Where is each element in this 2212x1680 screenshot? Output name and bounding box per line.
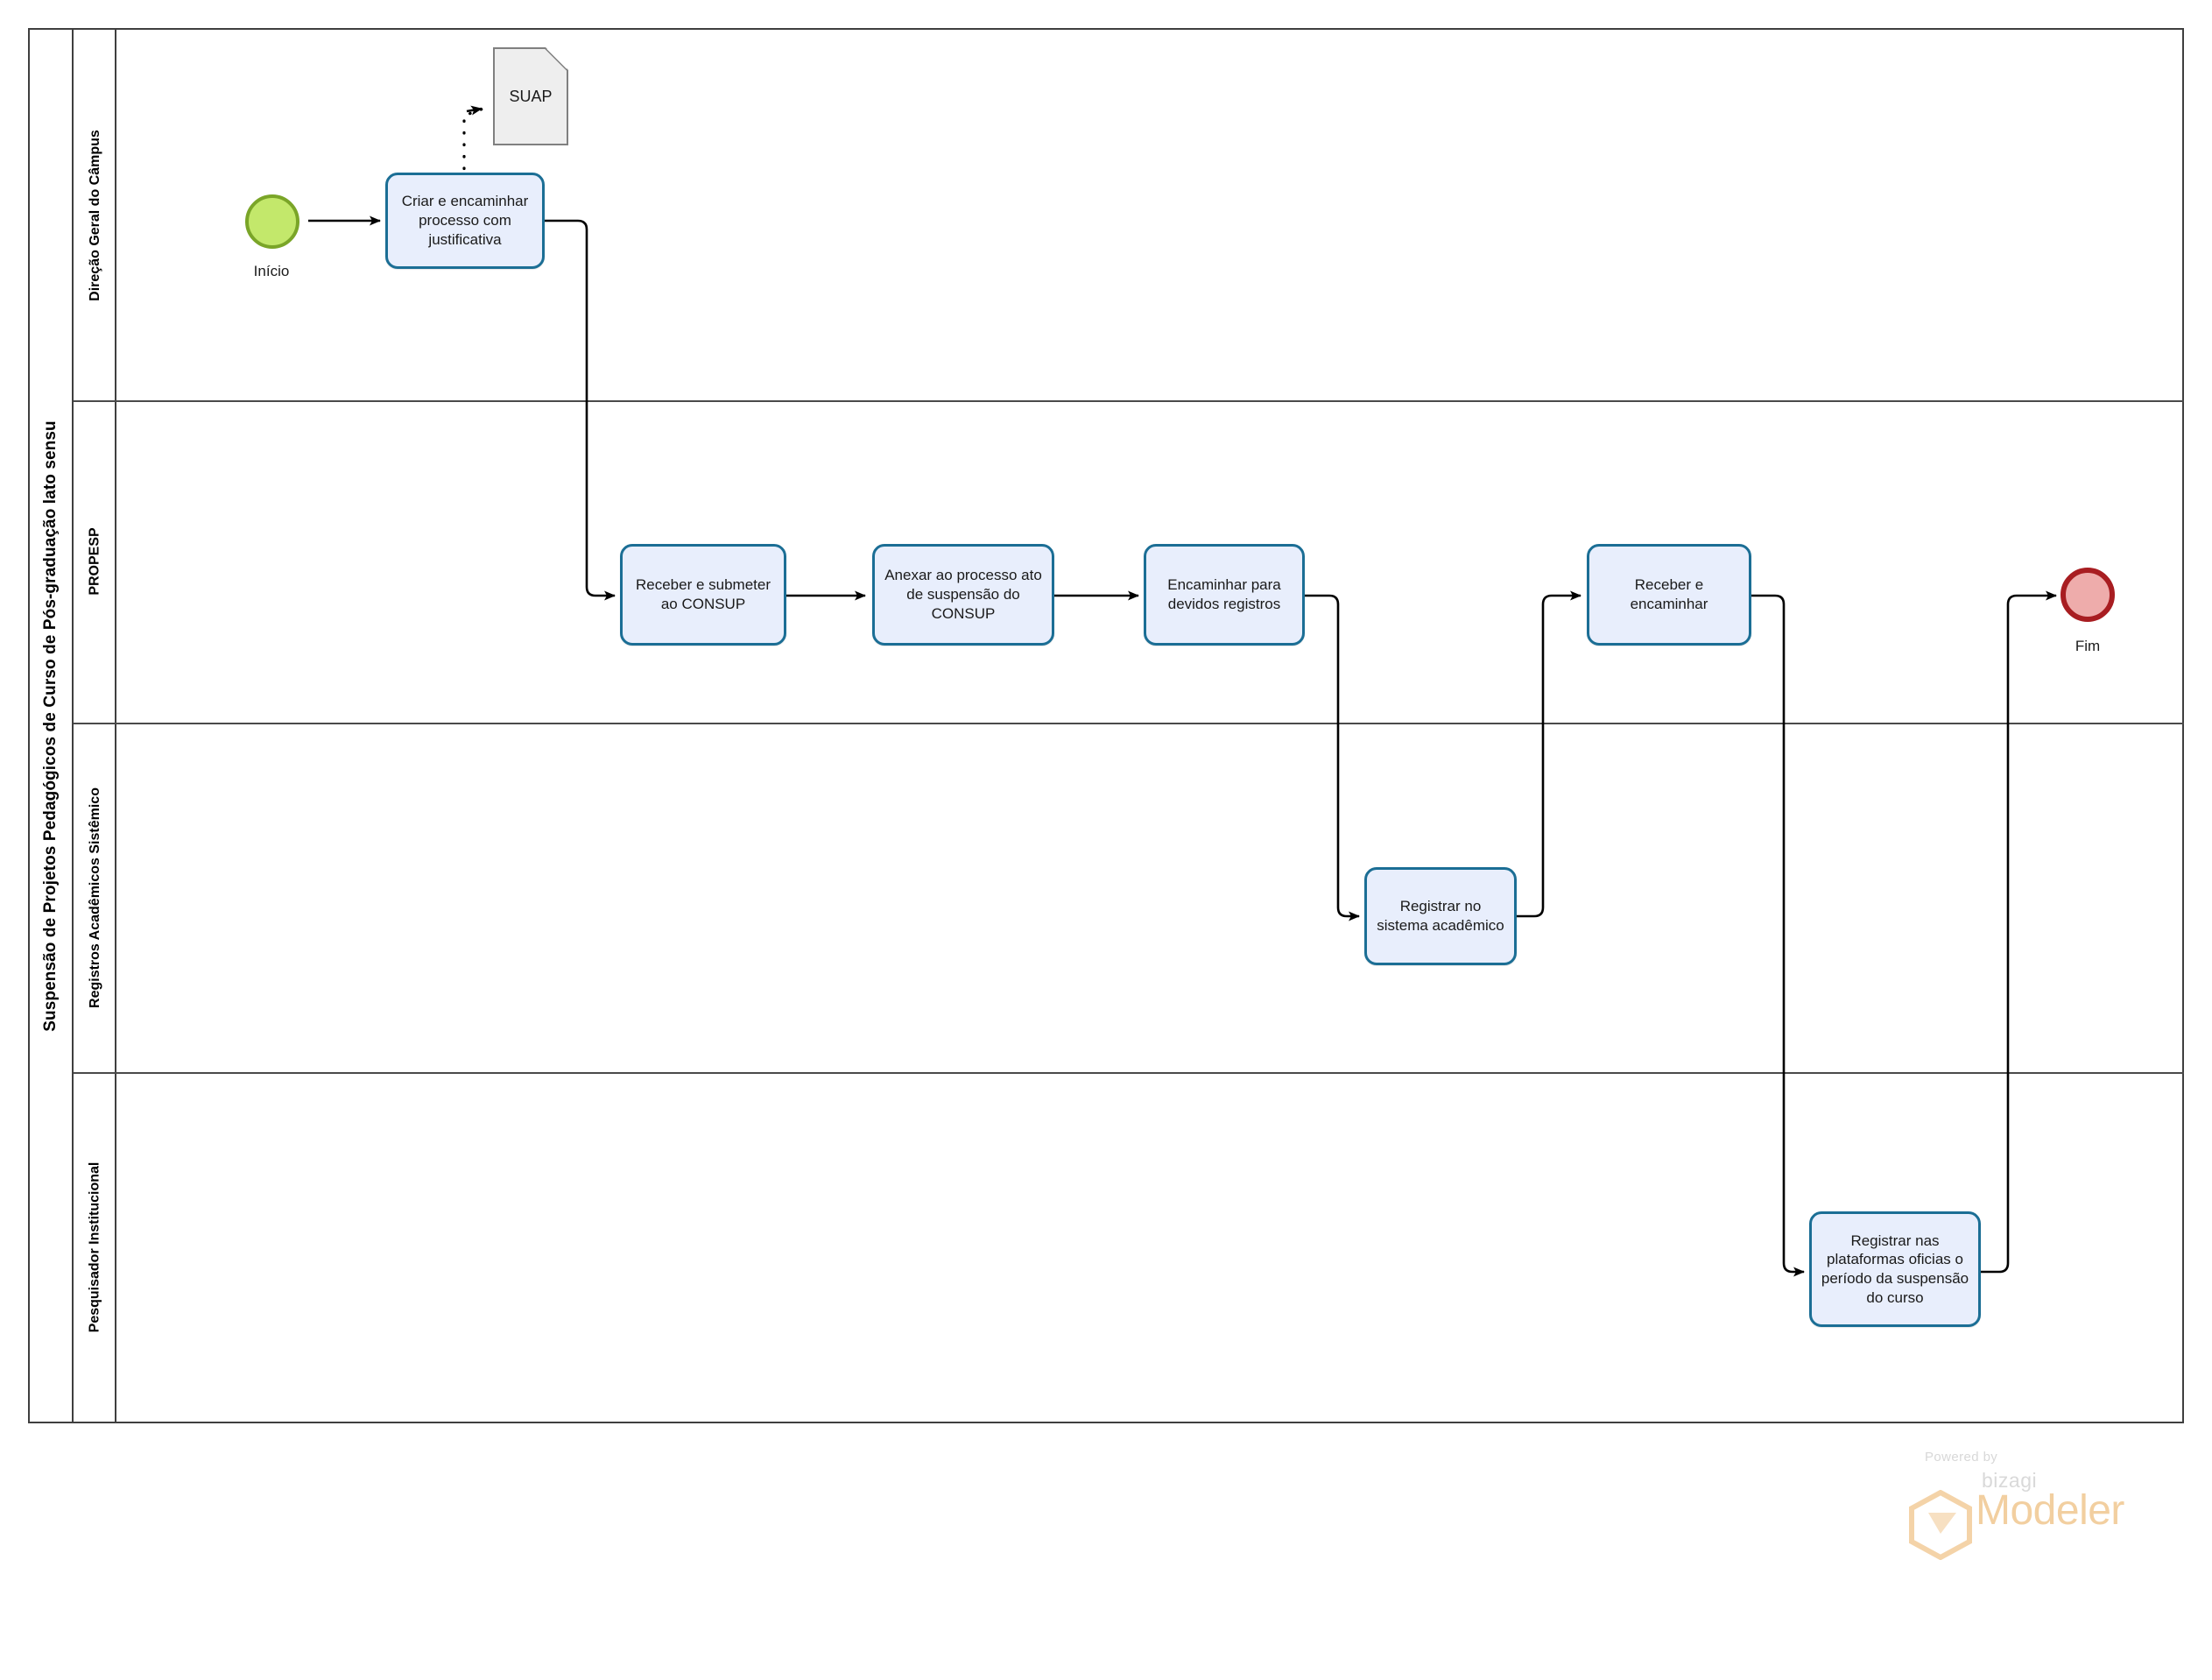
task-label: Receber e submeter ao CONSUP	[635, 576, 771, 612]
task-label: Registrar nas plataformas oficias o perí…	[1821, 1232, 1969, 1306]
bizagi-brand-label: bizagi	[1982, 1469, 2038, 1492]
task-label: Receber e encaminhar	[1630, 576, 1708, 612]
start-event[interactable]	[245, 194, 299, 249]
lane-header-column	[74, 30, 116, 1422]
task-anexar-ato[interactable]: Anexar ao processo ato de suspensão do C…	[872, 544, 1054, 646]
data-object-suap[interactable]: SUAP	[493, 47, 568, 145]
task-criar-encaminhar[interactable]: Criar e encaminhar processo com justific…	[385, 173, 545, 269]
task-registrar-sistema[interactable]: Registrar no sistema acadêmico	[1364, 867, 1517, 965]
powered-by-label: Powered by	[1925, 1450, 1998, 1465]
lane-separator-1	[74, 400, 2184, 402]
pool-title: Suspensão de Projetos Pedagógicos de Cur…	[41, 420, 60, 1032]
end-event-label: Fim	[2075, 638, 2101, 654]
lane-label-pesquisador: Pesquisador Institucional	[74, 1072, 116, 1422]
task-label: Encaminhar para devidos registros	[1167, 576, 1281, 612]
modeler-product-label: Modeler	[1976, 1487, 2124, 1534]
bizagi-modeler-watermark: Powered by bizagi Modeler	[1891, 1450, 2145, 1564]
lane-label-text: PROPESP	[87, 527, 102, 596]
end-event[interactable]	[2061, 568, 2115, 622]
lane-label-text: Pesquisador Institucional	[87, 1161, 102, 1332]
lane-label-text: Registros Acadêmicos Sistêmico	[87, 787, 102, 1008]
lane-separator-3	[74, 1072, 2184, 1074]
lane-label-direcao-geral: Direção Geral do Câmpus	[74, 30, 116, 400]
lane-label-text: Direção Geral do Câmpus	[87, 129, 102, 301]
task-encaminhar-registros[interactable]: Encaminhar para devidos registros	[1144, 544, 1305, 646]
start-event-label: Início	[253, 263, 290, 279]
document-fold-line-icon	[545, 47, 568, 71]
task-receber-encaminhar[interactable]: Receber e encaminhar	[1587, 544, 1751, 646]
pool-title-column: Suspensão de Projetos Pedagógicos de Cur…	[30, 30, 74, 1422]
task-label: Anexar ao processo ato de suspensão do C…	[884, 567, 1042, 622]
bizagi-hexagon-logo-icon	[1909, 1490, 1972, 1560]
task-registrar-plataformas[interactable]: Registrar nas plataformas oficias o perí…	[1809, 1211, 1981, 1327]
lane-separator-2	[74, 723, 2184, 724]
task-label: Criar e encaminhar processo com justific…	[401, 193, 529, 248]
lane-label-registros-academicos: Registros Acadêmicos Sistêmico	[74, 723, 116, 1072]
data-object-label: SUAP	[509, 87, 553, 105]
lane-label-propesp: PROPESP	[74, 400, 116, 723]
task-receber-submeter[interactable]: Receber e submeter ao CONSUP	[620, 544, 786, 646]
task-label: Registrar no sistema acadêmico	[1377, 898, 1504, 934]
